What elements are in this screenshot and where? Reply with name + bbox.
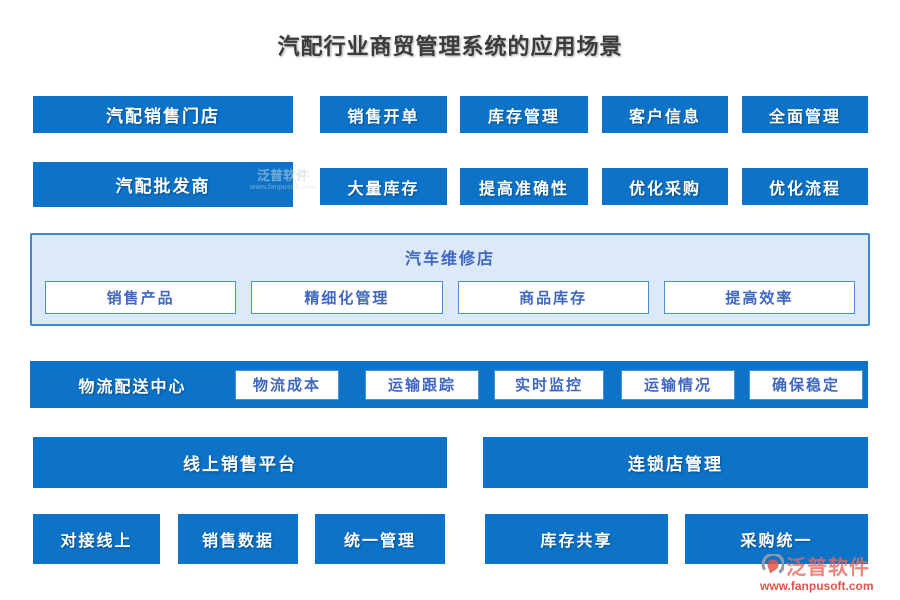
wholesaler-block: 汽配批发商 — [33, 162, 293, 207]
feature-inventory-management: 库存管理 — [460, 96, 588, 133]
feature-improve-accuracy: 提高准确性 — [460, 168, 588, 205]
feature-sales-billing: 销售开单 — [320, 96, 447, 133]
page-title: 汽配行业商贸管理系统的应用场景 — [277, 34, 623, 59]
logistics-bar: 物流配送中心 物流成本 运输跟踪 实时监控 运输情况 确保稳定 — [30, 361, 868, 408]
feature-refined-management: 精细化管理 — [251, 281, 443, 314]
feature-sales-data: 销售数据 — [178, 514, 298, 564]
feature-improve-efficiency: 提高效率 — [663, 281, 855, 314]
feature-overall-management: 全面管理 — [742, 96, 868, 133]
feature-goods-inventory: 商品库存 — [457, 281, 649, 314]
feature-transport-status: 运输情况 — [621, 369, 735, 400]
feature-ensure-stability: 确保稳定 — [749, 369, 863, 400]
feature-transport-tracking: 运输跟踪 — [365, 369, 479, 400]
fanpu-logo-url: www.fanpusoft.com — [760, 579, 874, 593]
feature-realtime-monitoring: 实时监控 — [494, 369, 604, 400]
chain-store-management-block: 连锁店管理 — [483, 437, 868, 488]
feature-optimize-procurement: 优化采购 — [602, 168, 728, 205]
feature-online-integration: 对接线上 — [33, 514, 160, 564]
online-sales-platform-block: 线上销售平台 — [33, 437, 447, 488]
feature-bulk-inventory: 大量库存 — [320, 168, 447, 205]
repair-shop-panel: 汽车维修店 销售产品 精细化管理 商品库存 提高效率 — [30, 233, 870, 326]
repair-shop-items: 销售产品 精细化管理 商品库存 提高效率 — [32, 281, 868, 314]
retail-store-block: 汽配销售门店 — [33, 96, 293, 133]
feature-sell-products: 销售产品 — [45, 281, 237, 314]
repair-shop-title: 汽车维修店 — [404, 251, 495, 268]
fanpu-logo-icon — [761, 553, 784, 574]
fanpu-logo: 泛普软件 www.fanpusoft.com — [760, 551, 874, 593]
logistics-title: 物流配送中心 — [78, 378, 187, 396]
feature-logistics-cost: 物流成本 — [235, 369, 339, 400]
feature-unified-management: 统一管理 — [315, 514, 445, 564]
fanpu-logo-text: 泛普软件 — [786, 557, 870, 579]
feature-optimize-process: 优化流程 — [742, 168, 868, 205]
feature-customer-info: 客户信息 — [602, 96, 728, 133]
fanpu-logo-row: 泛普软件 — [760, 551, 870, 580]
feature-inventory-sharing: 库存共享 — [485, 514, 668, 564]
